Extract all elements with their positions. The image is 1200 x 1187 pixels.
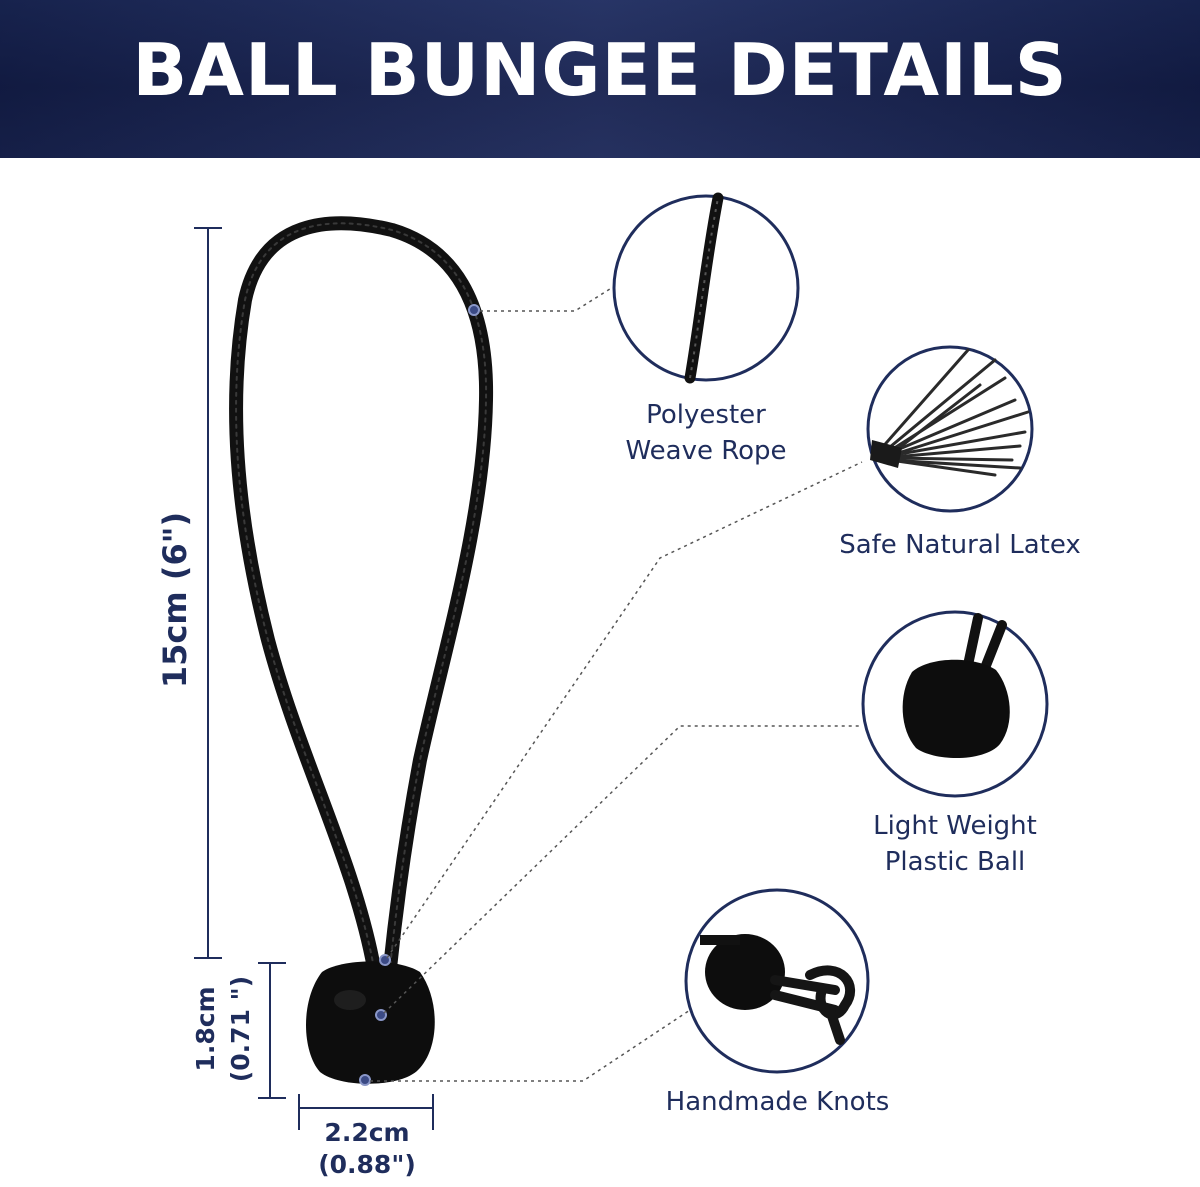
feature-label-ball-line1: Light Weight	[873, 811, 1037, 841]
feature-label-knot: Handmade Knots	[640, 1084, 915, 1120]
ball-height-label-cm: 1.8cm	[191, 986, 220, 1072]
marker-dots	[359, 304, 480, 1086]
ball-width-dimension-line	[298, 1094, 434, 1130]
feature-label-ball-line2: Plastic Ball	[884, 847, 1026, 877]
banner-shading	[0, 0, 1200, 158]
feature-label-rope: Polyester Weave Rope	[596, 397, 816, 469]
length-dimension-line	[194, 227, 222, 959]
feature-label-knot-line1: Handmade Knots	[665, 1087, 890, 1117]
detail-circle-latex	[866, 345, 1034, 513]
plastic-ball	[306, 961, 435, 1084]
ball-width-label-cm: 2.2cm	[324, 1118, 410, 1147]
feature-label-rope-line1: Polyester	[646, 400, 766, 430]
ball-height-dimension-line	[258, 962, 286, 1099]
detail-circle-ball	[861, 610, 1049, 798]
feature-label-ball: Light Weight Plastic Ball	[830, 808, 1080, 880]
length-label: 15cm (6")	[156, 511, 194, 689]
feature-label-latex: Safe Natural Latex	[820, 527, 1100, 563]
ball-height-label-in: (0.71 ")	[226, 975, 255, 1083]
feature-label-latex-line1: Safe Natural Latex	[839, 530, 1081, 560]
detail-circle-rope	[612, 192, 800, 384]
title-banner: BALL BUNGEE DETAILS	[0, 0, 1200, 158]
leader-lines	[370, 286, 863, 1082]
bungee-cord	[229, 216, 494, 975]
feature-label-rope-line2: Weave Rope	[625, 436, 787, 466]
ball-width-label-in: (0.88")	[318, 1150, 416, 1179]
detail-circle-knot	[684, 888, 870, 1074]
page-title: BALL BUNGEE DETAILS	[132, 28, 1068, 112]
